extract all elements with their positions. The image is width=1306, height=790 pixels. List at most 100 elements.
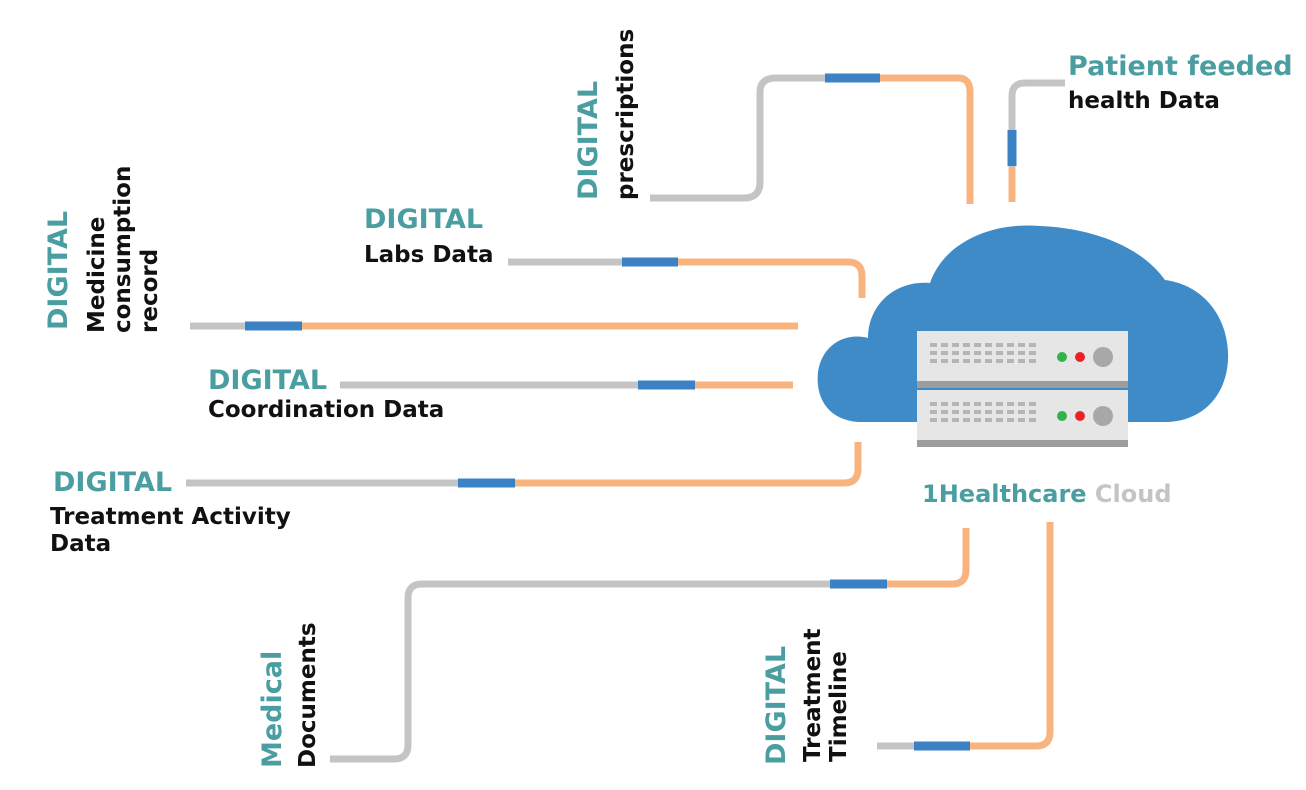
vent-slot [1018,402,1025,406]
label-medicine-consumption-record: Medicine consumption record [84,166,163,333]
vent-slot [1007,359,1014,363]
cable-group [186,73,1065,763]
vent-slot [930,410,937,414]
vent-slot [1018,410,1025,414]
cloud-caption: 1Healthcare Cloud [922,480,1172,508]
label-coordination-data: Coordination Data [208,397,445,423]
label-treatment-activity-digital: DIGITAL [53,467,173,498]
vent-slot [996,410,1003,414]
vent-slot [974,418,981,422]
vent-slot [996,402,1003,406]
label-treatment-timeline: Treatment Timeline [800,628,853,762]
vent-slot [985,351,992,355]
label-timeline-line2: Timeline [826,651,853,762]
vent-slot [1007,410,1014,414]
vent-slot [996,359,1003,363]
vent-slot [1029,402,1036,406]
vent-slot [1018,343,1025,347]
vent-slot [963,410,970,414]
vent-slot [974,343,981,347]
vent-slot [985,402,992,406]
cable-medical-documents-gray [330,580,830,763]
label-medicine-line1: Medicine [84,216,110,333]
vent-slot [985,418,992,422]
label-labs-data: Labs Data [364,242,494,268]
vent-slot [963,418,970,422]
label-timeline-line1: Treatment [800,628,826,762]
vent-slot [1029,418,1036,422]
vent-slot [974,410,981,414]
vent-slot [941,418,948,422]
vent-slot [1007,351,1014,355]
label-prescriptions-digital: DIGITAL [573,80,604,200]
label-health-data: health Data [1068,88,1220,114]
cable-prescriptions-gray [650,74,825,202]
vent-slot [930,402,937,406]
vent-slot [1029,410,1036,414]
vent-slot [930,359,937,363]
vent-slot [941,410,948,414]
vent-slot [930,418,937,422]
power-knob-icon [1093,347,1113,367]
label-labs-digital: DIGITAL [364,204,484,235]
vent-slot [974,402,981,406]
cable-prescriptions-orange [880,74,974,204]
vent-slot [941,351,948,355]
vent-slot [952,410,959,414]
cable-patient-gray [1008,79,1065,200]
vent-slot [1018,351,1025,355]
vent-slot [985,359,992,363]
vent-slot [1029,343,1036,347]
cable-medical-documents-orange [887,528,970,588]
server-unit-2 [917,390,1128,447]
vent-slot [1018,359,1025,363]
status-light-red [1075,352,1085,362]
vent-slot [963,351,970,355]
cloud-icon [817,225,1229,456]
vent-slot [941,402,948,406]
label-treatment-activity-data: Data [50,531,112,557]
vent-slot [963,359,970,363]
server-unit-1 [917,331,1128,388]
vent-slot [1007,402,1014,406]
vent-slot [985,343,992,347]
vent-slot [1029,359,1036,363]
vent-slot [963,402,970,406]
label-treatment-activity: Treatment Activity [50,504,291,530]
status-light-red [1075,411,1085,421]
vent-slot [952,351,959,355]
cable-treatment-timeline-orange [970,522,1054,750]
vent-slot [930,343,937,347]
vent-slot [952,359,959,363]
vent-slot [941,359,948,363]
vent-slot [952,343,959,347]
vent-slot [963,343,970,347]
vent-slot [930,351,937,355]
label-medicine-digital: DIGITAL [43,210,74,330]
label-documents: Documents [295,622,321,768]
vent-slot [952,418,959,422]
label-prescriptions: prescriptions [613,28,639,200]
power-knob-icon [1093,406,1113,426]
vent-slot [1007,418,1014,422]
vent-slot [974,359,981,363]
label-medicine-line2: consumption [110,165,137,333]
status-light-green [1057,411,1067,421]
vent-slot [974,351,981,355]
vent-slot [1007,343,1014,347]
cloud-name-rest: Cloud [1086,480,1172,508]
status-light-green [1057,352,1067,362]
vent-slot [985,410,992,414]
vent-slot [941,343,948,347]
vent-slot [1018,418,1025,422]
label-timeline-digital: DIGITAL [761,645,792,765]
vent-slot [996,351,1003,355]
vent-slot [1029,351,1036,355]
label-patient-feeded: Patient feeded [1068,51,1293,82]
label-coordination-digital: DIGITAL [208,365,328,396]
label-medical-word: Medical [257,650,288,768]
cable-labs-orange [678,258,866,298]
vent-slot [996,343,1003,347]
cloud-name-accent: 1Healthcare [922,480,1087,508]
